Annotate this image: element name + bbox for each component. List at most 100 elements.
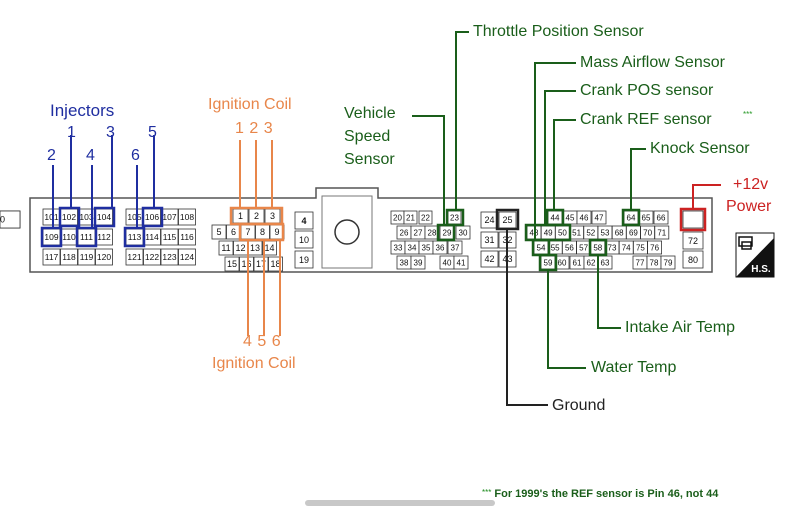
knock-sensor-label: Knock Sensor: [650, 140, 750, 157]
pin-label: 12: [235, 243, 245, 253]
pin-label: 16: [241, 259, 251, 269]
pin-label: 61: [573, 258, 582, 267]
pin-label: 28: [428, 228, 437, 237]
crank-pos-label: Crank POS sensor: [580, 82, 714, 99]
vss-leader: [412, 115, 445, 225]
pin-label: 115: [163, 232, 177, 242]
pin-cell: [410, 255, 426, 270]
pin-label: 78: [650, 258, 659, 267]
ground-label: Ground: [552, 397, 606, 414]
pin-cell: [178, 228, 196, 246]
pin-label: 121: [127, 252, 141, 262]
pin-label: 103: [79, 212, 93, 222]
pin-cell: [403, 210, 418, 225]
pin-label: 104: [97, 212, 111, 222]
injector-5-highlight: [141, 206, 164, 228]
pin-cell: [682, 250, 704, 269]
pin-label: 49: [544, 228, 553, 237]
pin-label: 44: [551, 213, 560, 222]
pin-label: 119: [80, 252, 94, 262]
horizontal-scrollbar[interactable]: [305, 500, 495, 506]
ignition-coil-bottom-numbers: 4 5 6: [243, 333, 281, 350]
pin-label: 19: [299, 255, 309, 265]
power-label-line1: +12v: [733, 176, 769, 193]
vss-label-line2: Speed: [344, 128, 391, 145]
maf-label: Mass Airflow Sensor: [580, 54, 725, 71]
pin-label: 40: [443, 258, 452, 267]
pin-label: 122: [145, 252, 159, 262]
pin-label: 46: [580, 213, 589, 222]
pin-label: 80: [0, 215, 5, 225]
pin-label: 60: [558, 258, 567, 267]
injector-2-label: 2: [47, 147, 56, 164]
pin-label: 2: [254, 211, 259, 221]
pin-label: 109: [44, 232, 58, 242]
pin-label: 7: [245, 227, 250, 237]
hs-logo: H.S.: [735, 232, 775, 278]
crank-ref-label: Crank REF sensor: [580, 111, 712, 128]
pin-label: 36: [436, 243, 445, 252]
pin-label: 69: [629, 228, 638, 237]
pin-label: 118: [62, 252, 76, 262]
pin-label: 41: [457, 258, 466, 267]
pin-label: 57: [579, 243, 588, 252]
pin-label: 64: [627, 213, 636, 222]
pin-cell: [660, 255, 676, 270]
pin-cell: [682, 210, 704, 229]
footnote-stars: ***: [482, 488, 492, 497]
pin-label: 55: [551, 243, 560, 252]
injector-3-highlight: [93, 206, 116, 228]
injector-3-label: 3: [106, 124, 115, 141]
pin-label: 17: [256, 259, 266, 269]
pin-label: 51: [572, 228, 581, 237]
pin-label: 31: [484, 235, 494, 245]
pin-label: 15: [227, 259, 237, 269]
pin-cell: [0, 210, 21, 229]
pin-label: 74: [622, 243, 631, 252]
pin-label: 113: [128, 232, 142, 242]
pin-label: 107: [162, 212, 176, 222]
pin-cell: [160, 228, 179, 246]
ignition-coil-top-numbers: 1 2 3: [235, 120, 273, 137]
injector-6-highlight: [123, 226, 146, 248]
pin-cell: [143, 248, 161, 266]
injector-4-label: 4: [86, 147, 95, 164]
pin-label: 62: [587, 258, 596, 267]
pin-label: 102: [62, 212, 76, 222]
pin-label: 11: [221, 243, 230, 253]
pin-label: 42: [484, 254, 494, 264]
pin-label: 73: [608, 243, 617, 252]
crank-pos-leader: [544, 90, 576, 225]
pin-label: 26: [400, 228, 409, 237]
pin-label: 21: [406, 213, 415, 222]
pin-label: 52: [586, 228, 595, 237]
pin-label: 20: [393, 213, 402, 222]
pin-cell: [77, 248, 96, 266]
pin-label: 23: [450, 213, 459, 222]
pin-label: 117: [45, 252, 59, 262]
pin-label: 27: [414, 228, 423, 237]
injector-1-label: 1: [67, 124, 76, 141]
injector-5-label: 5: [148, 124, 157, 141]
water-temp-leader: [547, 270, 586, 369]
pin-label: 105: [127, 212, 141, 222]
pin-label: 24: [484, 215, 494, 225]
pin-label: 63: [601, 258, 610, 267]
pin-cell: [453, 255, 469, 270]
pin-label: 29: [443, 228, 452, 237]
pin-cell: [682, 231, 704, 250]
tps-label: Throttle Position Sensor: [473, 23, 644, 40]
pin-label: 71: [657, 228, 666, 237]
pin-label: 59: [544, 258, 553, 267]
pin-label: 65: [642, 213, 651, 222]
pin-label: 75: [636, 243, 645, 252]
pin-label: 76: [650, 243, 659, 252]
injector-4-highlight: [75, 226, 98, 248]
pin-label: 66: [657, 213, 666, 222]
pin-label: 70: [643, 228, 652, 237]
pin-label: 37: [451, 243, 460, 252]
power-leader: [692, 184, 721, 209]
pin-label: 56: [565, 243, 574, 252]
pin-label: 50: [558, 228, 567, 237]
